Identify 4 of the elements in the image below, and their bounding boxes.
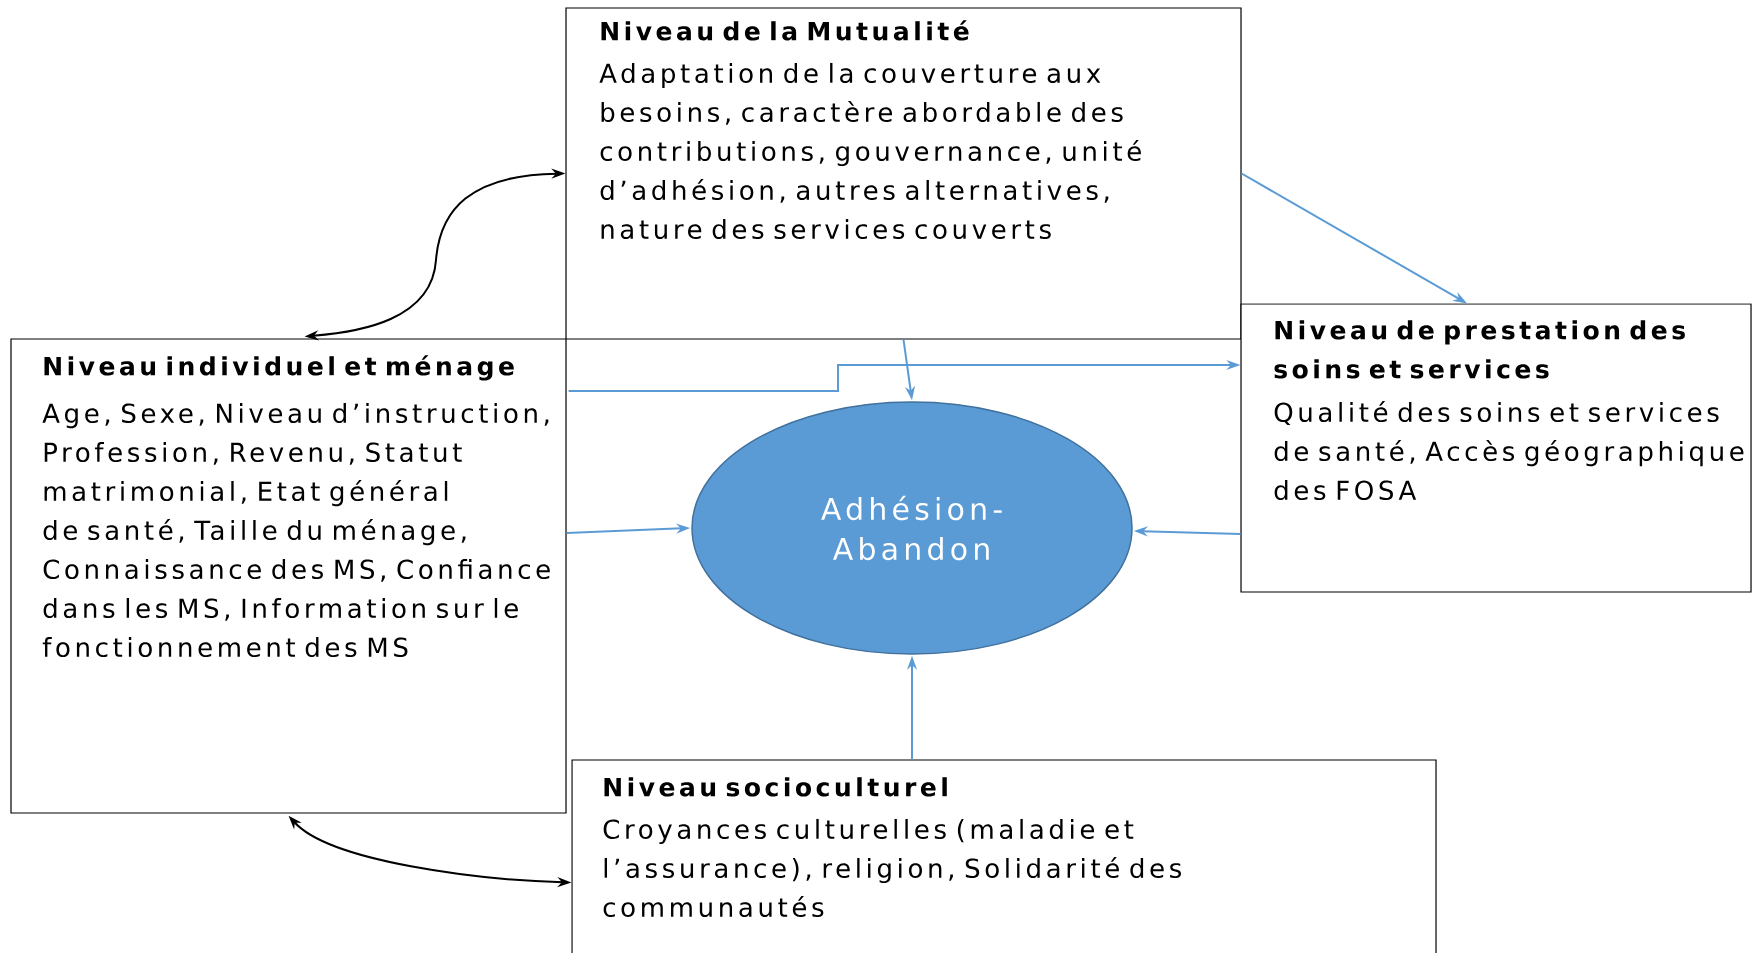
process-box: Niveau individuel et ménage Age, Sexe, Niveau d’instruction, Profession, Revenu, Statut matrimonial, Etat général de santé, Taille du ménage, Connaissance des MS, Confiance dans les MS, Information sur le fonctionnement des MS [10, 338, 567, 814]
process-box: Niveau de prestation des soins et services Qualité des soins et services de santé, Accès géographique des FOSA [1240, 303, 1752, 593]
process-box: Niveau de la Mutualité Adaptation de la couverture aux besoins, caractère abordable des contributions, gouvernance, unité d’adhésion, autres alternatives, nature des services couverts [565, 7, 1242, 340]
process-box: Niveau socioculturel Croyances culturelles (maladie et l’assurance), religion, Solidarité des communautés [571, 759, 1437, 953]
